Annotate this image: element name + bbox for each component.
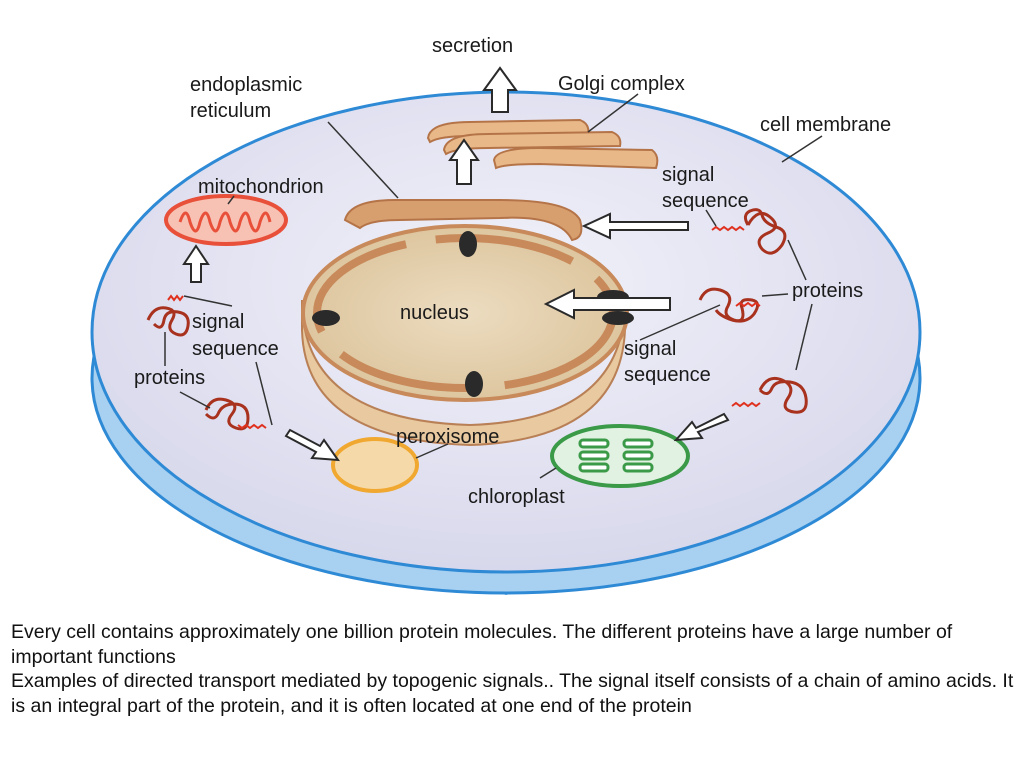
arrow-to-nucleus [543, 288, 671, 320]
golgi-cisterna-3 [492, 146, 659, 170]
arrow-to-golgi [448, 138, 480, 185]
leader-proteins-right-c [795, 303, 813, 371]
chloroplast [550, 424, 690, 488]
leader-proteins-right-a [787, 239, 807, 281]
nuclear-pore-bottom [465, 371, 483, 397]
protein-left-bottom [204, 397, 250, 431]
caption-paragraph-1: Every cell contains approximately one bi… [11, 621, 953, 668]
protein-left-top [146, 306, 190, 337]
leader-chloroplast [539, 467, 557, 479]
label-signal-right-l1: signal [662, 164, 714, 186]
caption-paragraph-2: Examples of directed transport mediated … [11, 670, 1014, 717]
arrow-to-peroxisome [284, 428, 341, 462]
golgi-cisterna-1 [426, 118, 590, 144]
label-signal-left-l1: signal [192, 311, 244, 333]
label-signal-right-l2: sequence [662, 190, 749, 212]
protein-right-bottom [758, 376, 808, 414]
label-nucleus: nucleus [400, 302, 469, 324]
label-golgi-complex: Golgi complex [558, 73, 685, 95]
thylakoid [622, 450, 654, 461]
thylakoid [578, 438, 610, 449]
leader-signal-mid [639, 304, 721, 341]
signal-sequence-left-bottom [237, 423, 267, 430]
label-proteins-left: proteins [134, 367, 205, 389]
arrow-to-er [581, 212, 689, 240]
peroxisome [331, 437, 419, 493]
label-er-line1: endoplasmic [190, 74, 302, 96]
leader-er [327, 121, 399, 199]
signal-sequence-right-mid [735, 301, 761, 308]
leader-signal-right [705, 209, 717, 227]
leader-cell-membrane [781, 135, 823, 163]
thylakoid [622, 438, 654, 449]
label-secretion: secretion [432, 35, 513, 57]
thylakoid [578, 462, 610, 473]
thylakoid [622, 462, 654, 473]
arrow-secretion [482, 66, 518, 113]
protein-right-mid [698, 287, 759, 323]
label-cell-membrane: cell membrane [760, 114, 891, 136]
caption: Every cell contains approximately one bi… [11, 620, 1016, 718]
protein-right-top [743, 208, 787, 255]
chloroplast-outer [550, 424, 690, 488]
thylakoid [578, 450, 610, 461]
protein-targeting-diagram: secretion Golgi complex endoplasmic reti… [90, 35, 922, 595]
leader-mitochondrion [227, 195, 235, 205]
label-er-line2: reticulum [190, 100, 271, 122]
signal-sequence-right-bottom [731, 401, 761, 408]
label-proteins-right: proteins [792, 280, 863, 302]
mitochondrion-cristae [178, 211, 272, 233]
nuclear-pore-right-b [602, 311, 634, 325]
leader-signal-left-b [255, 361, 273, 426]
signal-sequence-left-top [167, 294, 184, 302]
leader-golgi [587, 93, 639, 133]
leader-peroxisome [415, 443, 449, 459]
arrow-to-chloroplast [673, 412, 730, 442]
golgi-complex [426, 118, 659, 170]
label-peroxisome: peroxisome [396, 426, 499, 448]
leader-proteins-left-b [179, 391, 211, 409]
label-chloroplast: chloroplast [468, 486, 565, 508]
label-signal-left-l2: sequence [192, 338, 279, 360]
mitochondrion [164, 194, 288, 246]
nuclear-pore-top [459, 231, 477, 257]
label-signal-mid-l2: sequence [624, 364, 711, 386]
leader-proteins-right-b [761, 293, 789, 297]
label-signal-mid-l1: signal [624, 338, 676, 360]
signal-sequence-right-top [711, 225, 745, 232]
nucleus [301, 224, 634, 447]
leader-signal-left [183, 295, 233, 307]
arrow-to-mitochondrion [182, 244, 210, 283]
label-mitochondrion: mitochondrion [198, 176, 324, 198]
nuclear-pore-left [312, 310, 340, 326]
endoplasmic-reticulum [343, 199, 583, 242]
